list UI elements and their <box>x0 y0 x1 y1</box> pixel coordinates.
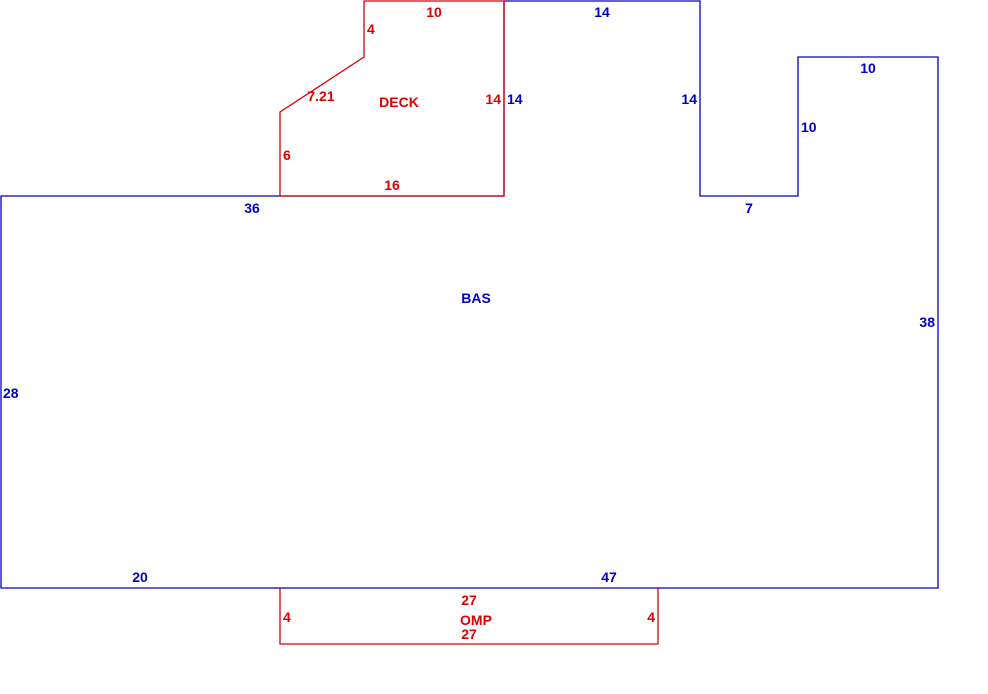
dim-bas-bay-top: 14 <box>594 4 610 20</box>
area-label-omp: OMP <box>460 612 492 628</box>
dim-bas-bay-right: 14 <box>681 91 697 107</box>
dim-deck-left-lower: 6 <box>283 147 291 163</box>
dim-omp-right: 4 <box>647 609 655 625</box>
dim-bas-left: 28 <box>3 385 19 401</box>
dim-bas-notch-bottom: 7 <box>745 200 753 216</box>
dim-bas-wing-top: 10 <box>860 60 876 76</box>
dim-bas-bay-left: 14 <box>507 91 523 107</box>
area-label-deck: DECK <box>379 94 419 110</box>
deck-outline <box>279 0 505 197</box>
area-label-bas: BAS <box>461 290 491 306</box>
dim-bas-bottom-left: 20 <box>132 569 148 585</box>
dim-omp-left: 4 <box>283 609 291 625</box>
dim-deck-top: 10 <box>426 4 442 20</box>
dim-deck-bottom: 16 <box>384 177 400 193</box>
dim-deck-left-upper: 4 <box>367 21 375 37</box>
dim-omp-bottom: 27 <box>461 626 477 642</box>
dim-deck-right: 14 <box>485 91 501 107</box>
dim-bas-right: 38 <box>919 314 935 330</box>
dim-deck-diagonal: 7.21 <box>307 88 334 104</box>
omp-outline <box>279 588 659 645</box>
dim-bas-top-left: 36 <box>244 200 260 216</box>
dim-bas-wing-left: 10 <box>801 119 817 135</box>
dim-omp-top: 27 <box>461 592 477 608</box>
dim-bas-bottom-right: 47 <box>601 569 617 585</box>
